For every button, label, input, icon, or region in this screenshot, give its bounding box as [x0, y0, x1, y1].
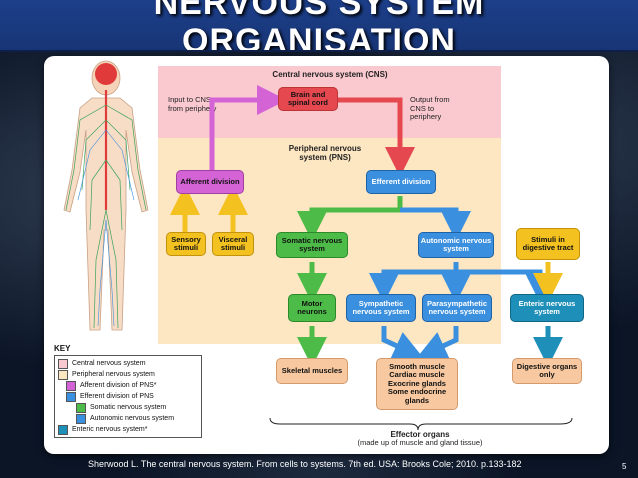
- output-from-cns-text: Output from CNS to periphery: [410, 95, 450, 121]
- brain-spinal-cord-box: Brain and spinal cord: [278, 87, 338, 111]
- title-bar: NERVOUS SYSTEM ORGANISATION: [0, 0, 638, 52]
- somatic-nervous-system-box: Somatic nervous system: [276, 232, 348, 258]
- autonomic-nervous-system-box: Autonomic nervous system: [418, 232, 494, 258]
- visceral-stimuli-box: Visceral stimuli: [212, 232, 254, 256]
- legend-label: Autonomic nervous system: [90, 415, 175, 422]
- parasympathetic-nervous-system-box: Parasympathetic nervous system: [422, 294, 492, 322]
- sympathetic-nervous-system-box: Sympathetic nervous system: [346, 294, 416, 322]
- legend-swatch: [58, 358, 68, 369]
- legend-label: Afferent division of PNS*: [80, 382, 157, 389]
- legend-label: Somatic nervous system: [90, 404, 167, 411]
- afferent-division-box: Afferent division: [176, 170, 244, 194]
- legend-label: Enteric nervous system*: [72, 426, 148, 433]
- human-nervous-system-figure: [63, 60, 149, 331]
- motor-neurons-box: Motor neurons: [288, 294, 336, 322]
- legend-item: Efferent division of PNS: [58, 391, 198, 402]
- legend-title: KEY: [54, 344, 71, 353]
- legend-swatch: [76, 413, 86, 424]
- legend-item: Afferent division of PNS*: [58, 380, 198, 391]
- legend-swatch: [66, 380, 76, 391]
- effector-organs-subtitle: (made up of muscle and gland tissue): [357, 438, 483, 447]
- smooth-muscle-glands-box: Smooth muscle Cardiac muscle Exocrine gl…: [376, 358, 458, 410]
- effector-organs-title: Effector organs: [390, 430, 450, 439]
- legend-label: Efferent division of PNS: [80, 393, 154, 400]
- legend-swatch: [76, 402, 86, 413]
- legend-swatch: [66, 391, 76, 402]
- cns-label: Central nervous system (CNS): [272, 70, 388, 79]
- efferent-division-box: Efferent division: [366, 170, 436, 194]
- legend-label: Central nervous system: [72, 360, 146, 367]
- legend-swatch: [58, 369, 68, 380]
- slide-title-line2: ORGANISATION: [182, 22, 456, 52]
- legend-label: Peripheral nervous system: [72, 371, 155, 378]
- legend-swatch: [58, 424, 68, 435]
- digestive-organs-box: Digestive organs only: [512, 358, 582, 384]
- legend-item: Somatic nervous system: [58, 402, 198, 413]
- slide-title-line1: NERVOUS SYSTEM: [153, 0, 485, 22]
- sensory-stimuli-box: Sensory stimuli: [166, 232, 206, 256]
- skeletal-muscles-box: Skeletal muscles: [276, 358, 348, 384]
- legend-item: Enteric nervous system*: [58, 424, 198, 435]
- legend-item: Peripheral nervous system: [58, 369, 198, 380]
- legend-item: Autonomic nervous system: [58, 413, 198, 424]
- stimuli-digestive-tract-box: Stimuli in digestive tract: [516, 228, 580, 260]
- legend-item: Central nervous system: [58, 358, 198, 369]
- pns-label: Peripheral nervous system (PNS): [288, 144, 362, 162]
- page-number: 5: [622, 462, 627, 471]
- enteric-nervous-system-box: Enteric nervous system: [510, 294, 584, 322]
- input-to-cns-text: Input to CNS from periphery: [168, 95, 217, 113]
- citation: Sherwood L. The central nervous system. …: [88, 459, 522, 469]
